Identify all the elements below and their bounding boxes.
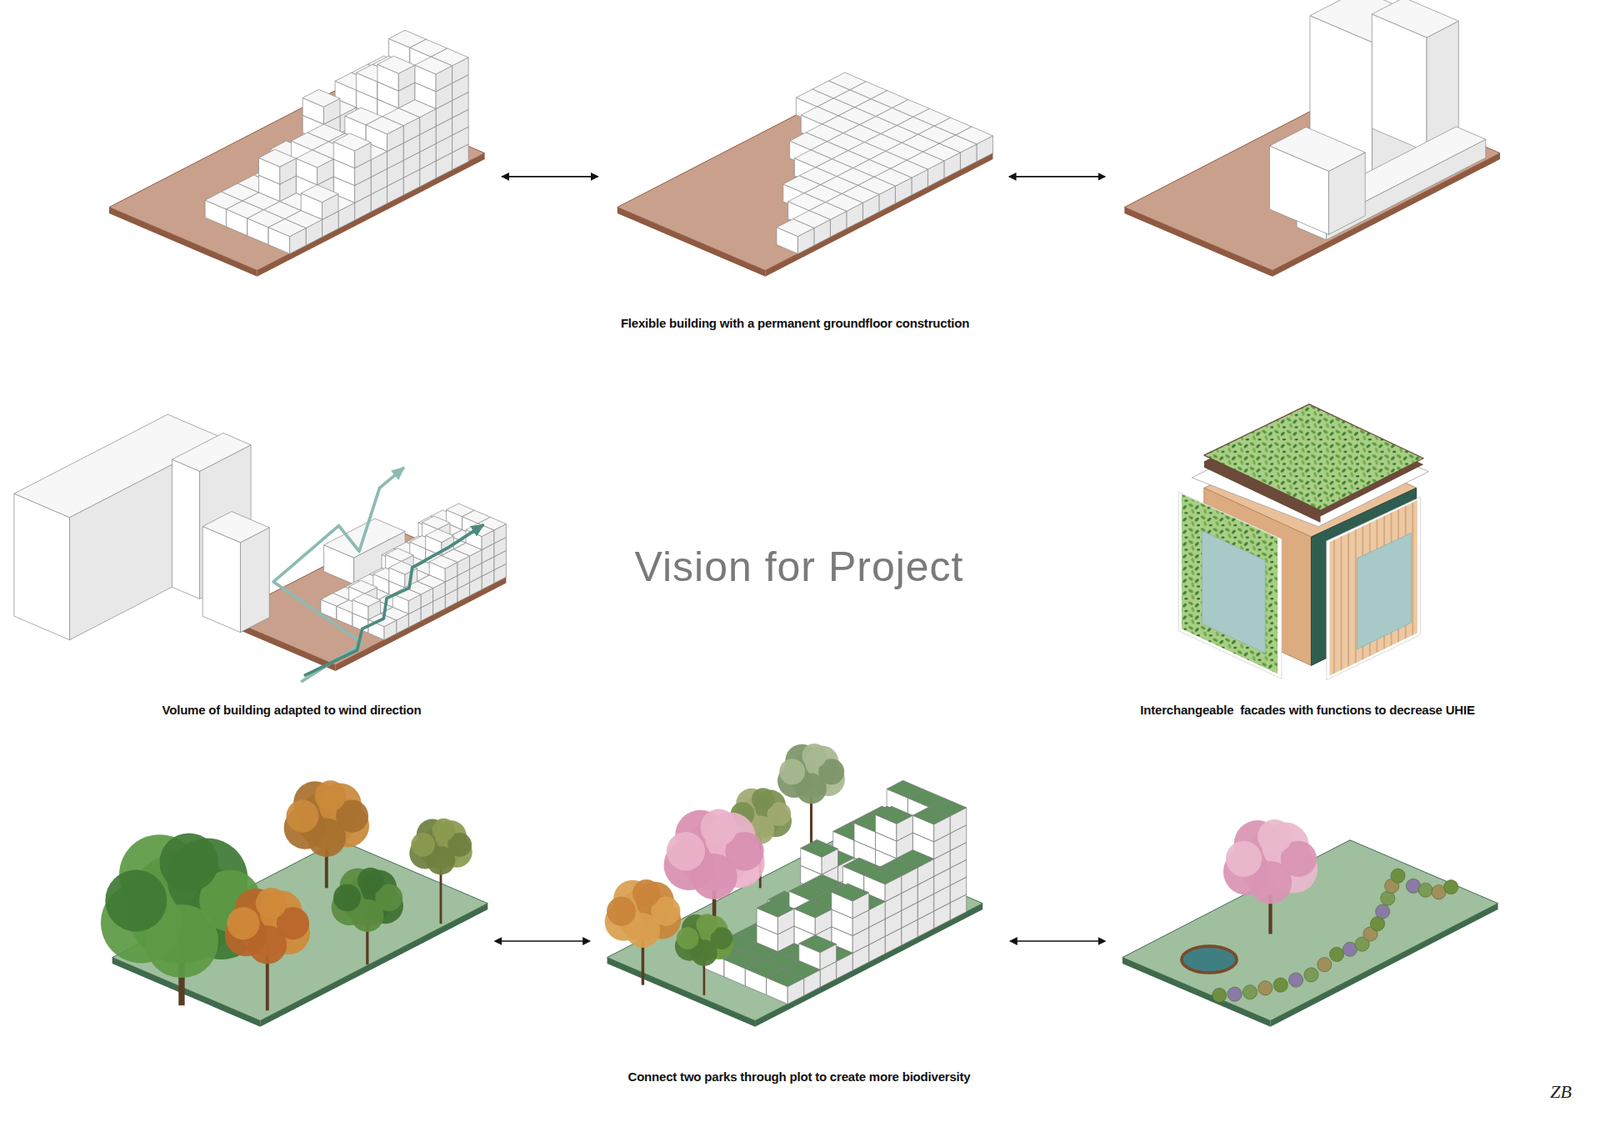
window [1201,530,1265,654]
caption-text: Volume of building adapted to wind direc… [162,702,422,717]
plate-edge [755,903,983,1027]
block-top [875,805,913,824]
block-top [776,219,815,237]
block-top [864,866,902,885]
plate [1122,840,1499,1021]
plate [607,840,984,1021]
green-roof [1204,404,1424,510]
block-top [1270,126,1366,171]
plate-edge [335,576,507,671]
facade-panel [1178,491,1282,679]
tree-canopy [333,883,361,911]
block-face [14,493,70,640]
wind-arrow [304,524,485,675]
tree-canopy [801,743,826,768]
block-top [202,511,270,543]
plate-edge [257,153,485,277]
tree-canopy [432,818,455,841]
block-top [385,548,414,562]
block-top [799,935,837,953]
block-top [831,883,870,901]
block-face [240,527,270,633]
block-top [1371,0,1459,38]
tree-canopy [410,832,435,857]
tree-canopy [695,913,717,935]
block-top [300,185,339,203]
block-top [756,899,795,917]
block-top [259,149,297,167]
tree-canopy [226,906,260,940]
hedge-bush [1273,977,1288,992]
tree-canopy [105,869,167,931]
block-top [415,56,453,75]
tree-canopy [160,832,220,892]
window [1357,532,1412,650]
tree-canopy [1257,819,1292,854]
block-top [425,529,455,543]
hedge-bush [1304,967,1319,982]
block-face [1371,14,1427,152]
block-top [268,219,306,237]
tree-canopy [751,787,775,810]
double-arrow [1010,940,1105,942]
hedge-bush [1390,868,1405,883]
tree-canopy [255,887,287,919]
double-arrow [495,940,590,942]
hedge-bush [1227,986,1242,1001]
block-top [766,969,805,987]
green-facade [1181,494,1278,675]
hedge-bush [1242,985,1257,1000]
caption-text: Interchangeable facades with functions t… [1140,702,1475,717]
tree-canopy [315,780,346,811]
tree-canopy [700,809,738,846]
block-top [429,555,458,570]
tree-canopy [676,926,700,950]
double-arrow [1009,175,1105,178]
facade-panel [1326,496,1421,680]
block-top [421,515,450,530]
tree-canopy [606,896,636,926]
page-title: Vision for Project [634,542,964,591]
hedge-bush [1289,972,1304,987]
block-top [800,839,839,857]
plate [109,90,485,271]
hedge-bush [1258,980,1273,995]
block-top [333,133,371,151]
block-face [171,459,200,599]
hedge-bush [1444,880,1459,895]
block-top [365,116,404,135]
tree-canopy [1225,840,1262,877]
plate [617,90,994,271]
tree-canopy [357,867,384,894]
plate-edge [765,153,993,277]
signature: ZB [1550,1080,1572,1103]
hedge-bush [1418,882,1433,897]
tree-canopy [285,800,319,833]
block-top [377,55,415,74]
block-top [352,593,381,607]
block-top [349,580,378,594]
block-top [794,900,832,918]
hedge-bush [1375,904,1390,919]
hedge-bush [1330,946,1345,961]
pond [1181,945,1237,973]
hedge-bush [1212,987,1227,1002]
hedge-bush [1317,957,1332,972]
tree-canopy [666,831,705,870]
tree-canopy [779,758,805,785]
block-top [171,432,251,471]
caption-text: Flexible building with a permanent groun… [620,315,970,330]
caption-text: Connect two parks through plot to create… [628,1069,971,1084]
tree-canopy [632,879,660,907]
block-face [202,525,240,632]
wind-arrow [273,467,405,682]
block-top [295,150,334,168]
block-top [302,89,340,107]
double-arrow [501,175,598,178]
block-top [912,806,950,825]
wood-facade [1330,500,1418,676]
